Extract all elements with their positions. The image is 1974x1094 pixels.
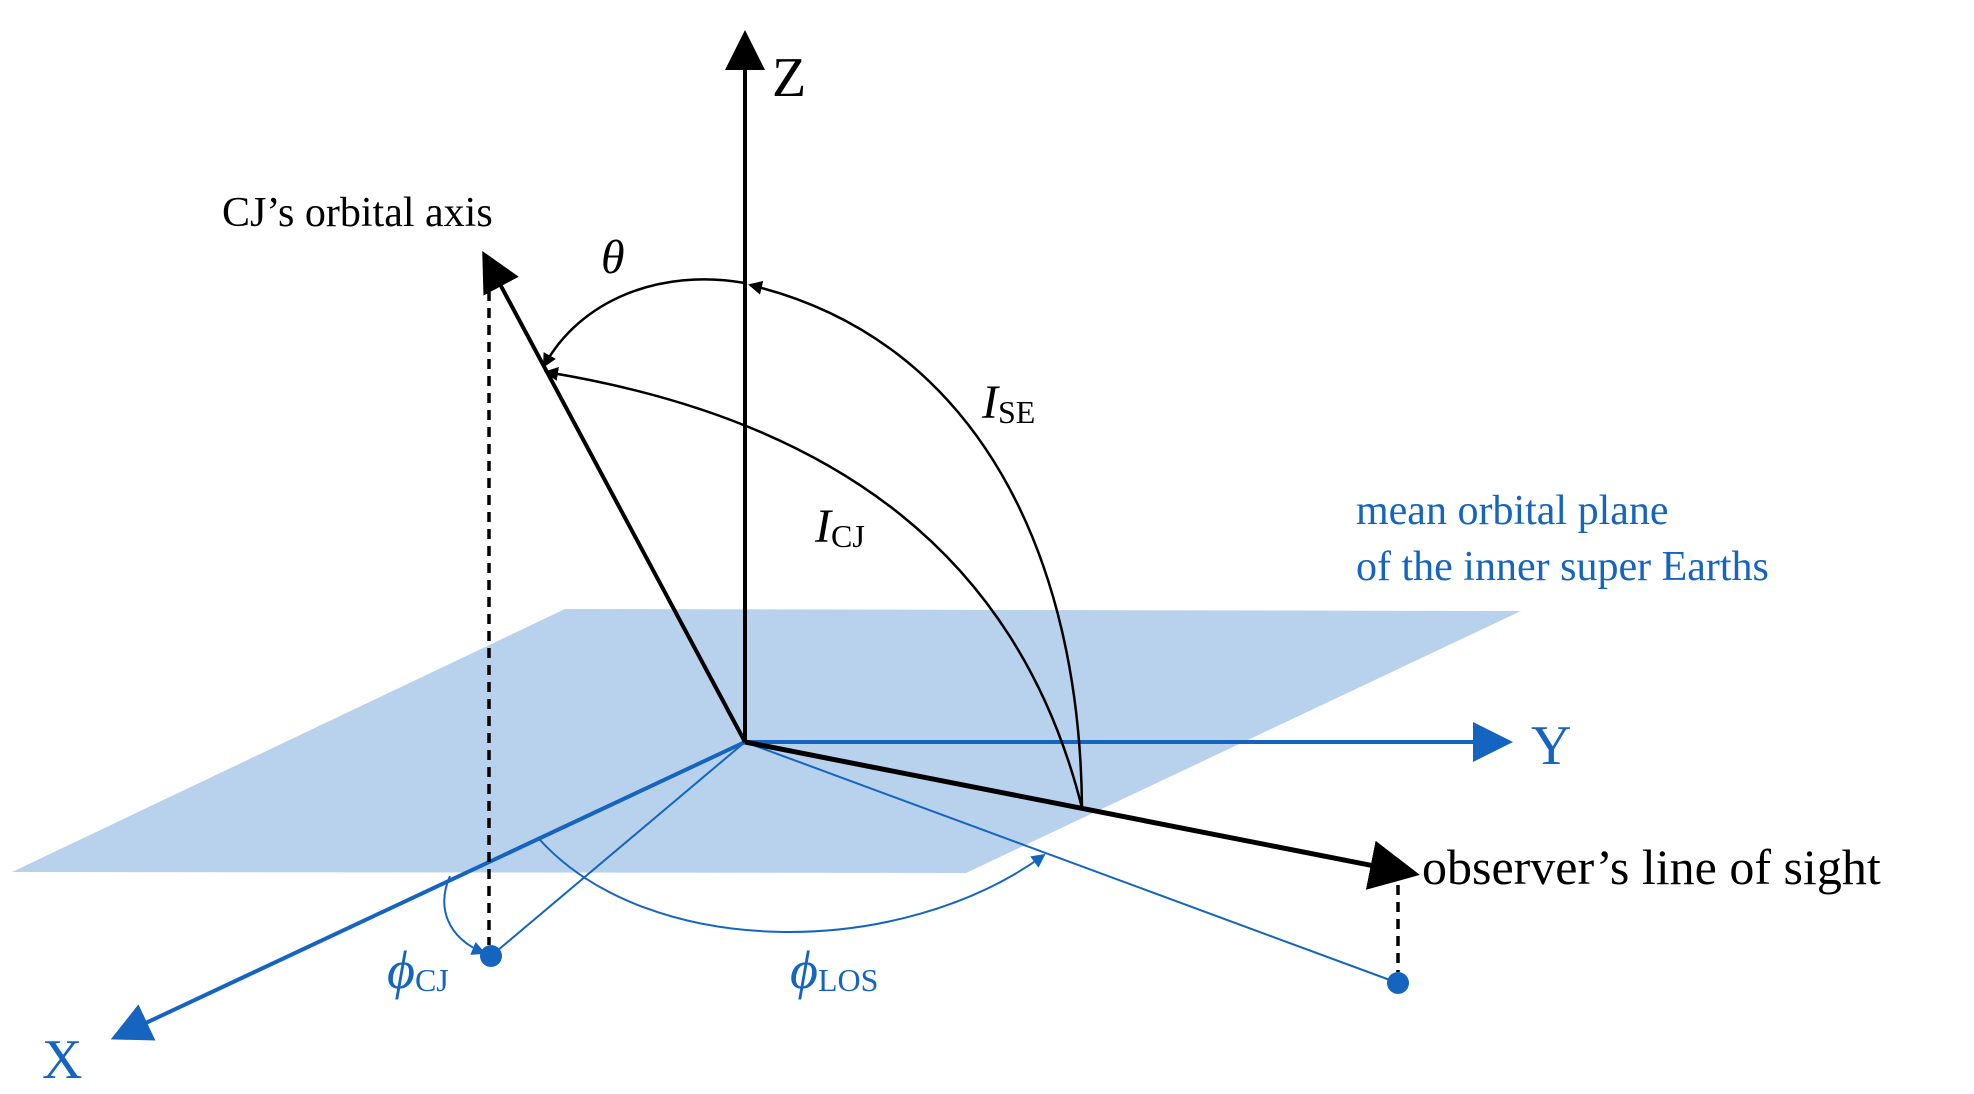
plane-label-line2: of the inner super Earths (1356, 544, 1769, 590)
i-cj-label: ICJ (814, 500, 865, 554)
los-label: observer’s line of sight (1422, 839, 1881, 895)
i-cj-arc (544, 367, 1084, 809)
plane-label-line1: mean orbital plane (1356, 488, 1669, 534)
phi-cj-label-main: ϕ (387, 940, 415, 1000)
phi-los-arc (539, 839, 1046, 933)
phi-los-label-main: ϕ (790, 940, 818, 1000)
theta-label: θ (601, 231, 625, 284)
i-se-arc (748, 280, 1084, 809)
x-axis-line (110, 740, 746, 1041)
cj-orbital-axis-label: CJ’s orbital axis (222, 190, 493, 236)
i-cj-label-sub: CJ (831, 518, 865, 554)
cj-projection-point (480, 945, 502, 967)
los-projection-line (744, 741, 1399, 984)
phi-cj-arc (443, 875, 486, 955)
z-axis-label: Z (772, 47, 806, 109)
los-projection-point (1387, 972, 1409, 994)
phi-los-label-sub: LOS (818, 962, 878, 998)
phi-cj-label: ϕCJ (387, 940, 449, 1000)
los-line (744, 739, 1420, 890)
cj-orbital-axis-line (482, 250, 747, 743)
i-se-label-sub: SE (998, 394, 1035, 430)
cj-projection-line (490, 741, 746, 957)
i-se-label: ISE (981, 376, 1035, 430)
phi-los-label: ϕLOS (790, 940, 878, 1000)
i-cj-label-main: I (814, 500, 833, 553)
i-se-label-main: I (981, 376, 1000, 429)
x-axis-label: X (42, 1029, 82, 1091)
theta-arc (542, 278, 746, 368)
y-axis-label: Y (1531, 715, 1571, 777)
phi-cj-label-sub: CJ (415, 962, 449, 998)
